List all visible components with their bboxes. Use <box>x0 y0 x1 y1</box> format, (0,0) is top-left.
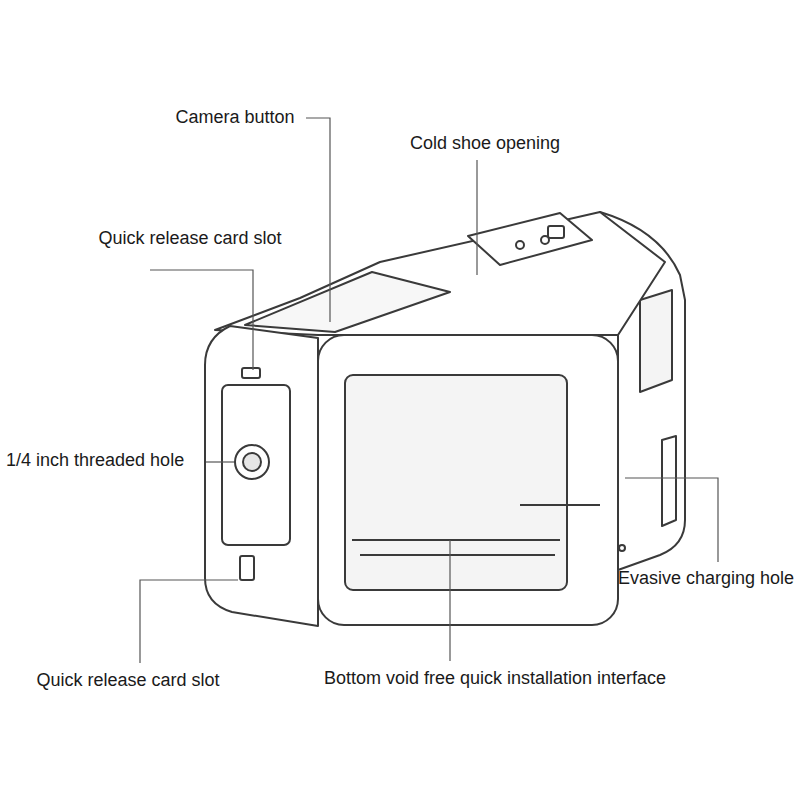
part-label: Quick release card slot <box>36 669 219 691</box>
cold-shoe <box>468 213 592 265</box>
threaded-hole-inner <box>243 453 261 471</box>
leader-line <box>306 118 330 322</box>
front-opening <box>345 375 567 590</box>
cold-shoe-screw <box>541 236 549 244</box>
leader-line <box>625 478 718 562</box>
leader-line <box>150 270 253 370</box>
leader-line <box>449 540 450 661</box>
bottom-interface <box>352 505 600 555</box>
cold-shoe-screw <box>516 241 524 249</box>
part-label: Evasive charging hole <box>618 567 794 589</box>
part-label: 1/4 inch threaded hole <box>6 449 184 471</box>
leader-line <box>140 580 238 663</box>
part-label: Camera button <box>175 106 294 128</box>
camera-button-recess <box>245 272 450 332</box>
leader-line <box>476 160 477 275</box>
threaded-hole <box>235 445 269 479</box>
part-label: Quick release card slot <box>98 227 281 249</box>
part-label: Bottom void free quick installation inte… <box>324 667 666 689</box>
pin <box>619 545 625 551</box>
cold-shoe-clip <box>548 226 564 238</box>
leader-line <box>206 461 234 462</box>
front-frame <box>318 335 618 625</box>
charging-hole <box>640 290 672 392</box>
side-face <box>205 326 318 626</box>
top-face <box>215 212 665 335</box>
card-slot <box>240 556 254 580</box>
part-label: Cold shoe opening <box>410 132 560 154</box>
card-slot <box>242 368 260 378</box>
side-plate <box>222 385 290 545</box>
side-tab <box>662 436 676 526</box>
